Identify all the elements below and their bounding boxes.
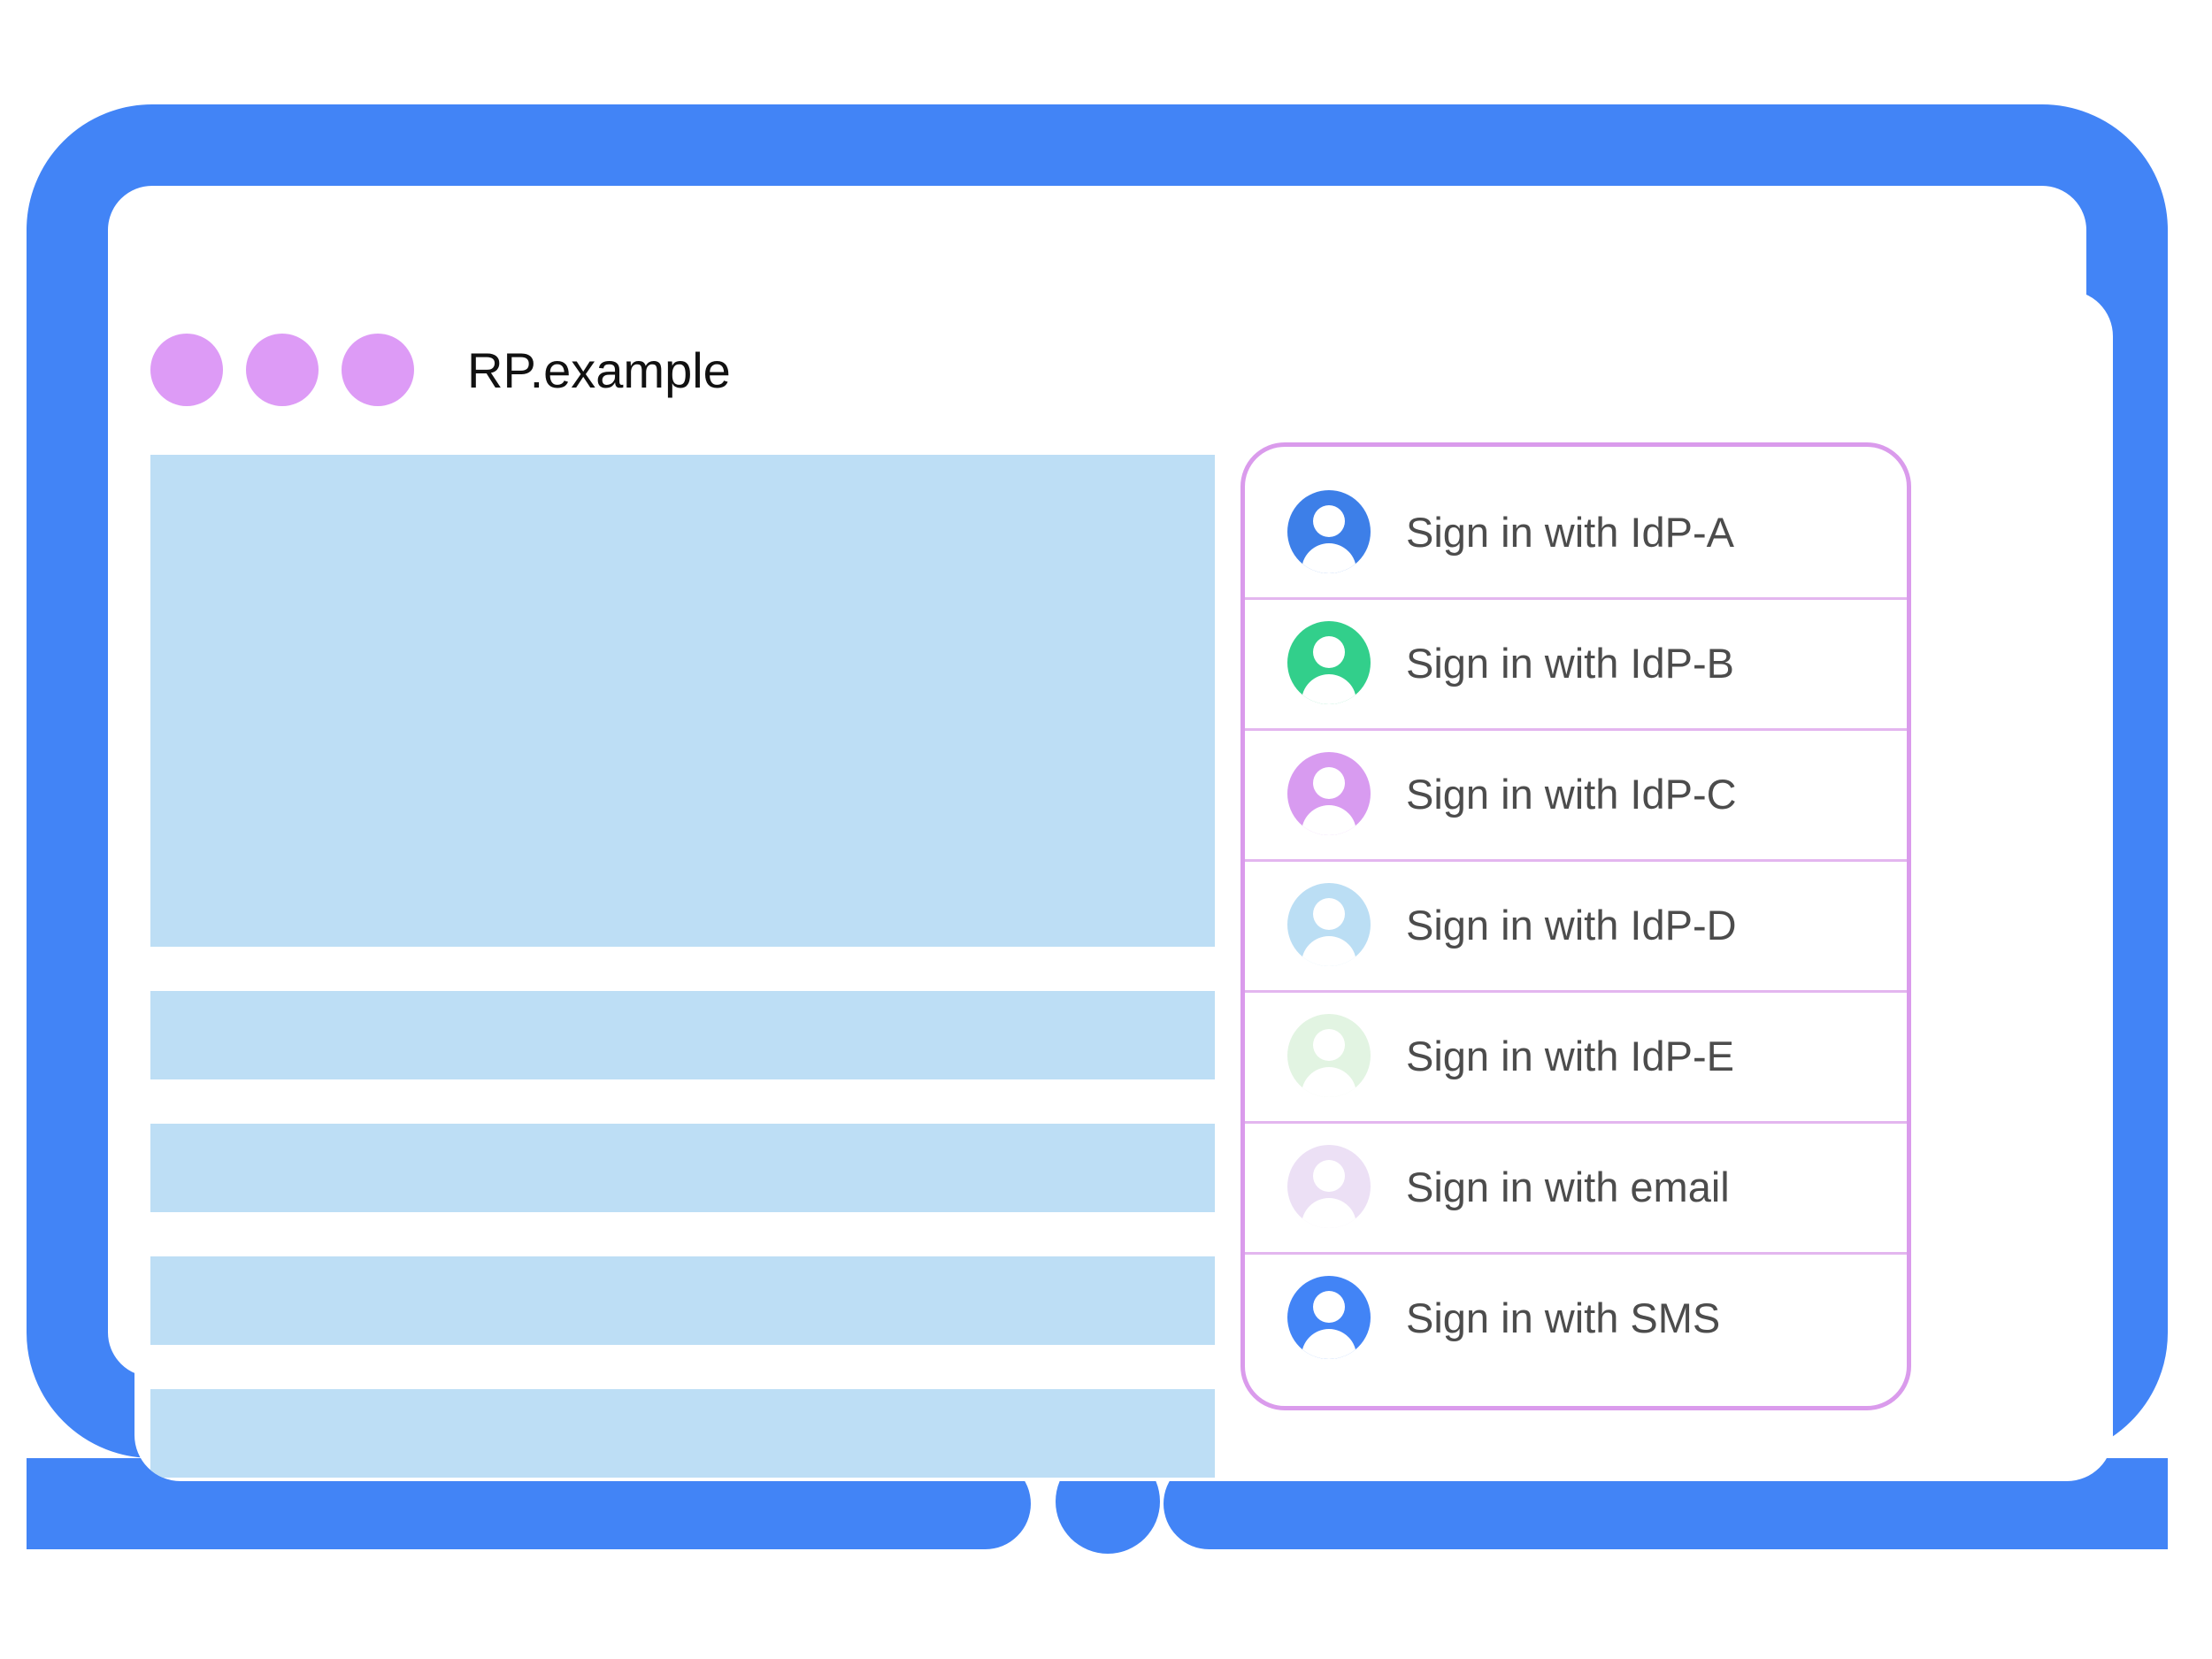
person-avatar-icon (1287, 490, 1371, 573)
avatar-head (1313, 1160, 1345, 1192)
avatar-shoulders (1302, 936, 1356, 966)
account-label: Sign in with IdP-E (1406, 1032, 1734, 1079)
avatar-shoulders (1302, 674, 1356, 704)
avatar-head (1313, 898, 1345, 930)
text-bar-placeholder-2 (150, 1124, 1215, 1212)
text-bar-placeholder-3 (150, 1256, 1215, 1345)
account-row[interactable]: Sign in with IdP-B (1245, 597, 1907, 728)
account-list: Sign in with IdP-A Sign in with IdP-B Sign… (1245, 447, 1907, 1406)
account-label: Sign in with IdP-C (1406, 770, 1737, 818)
avatar-head (1313, 1291, 1345, 1323)
window-dot-1[interactable] (150, 334, 223, 406)
person-avatar-icon (1287, 621, 1371, 704)
account-row[interactable]: Sign in with IdP-C (1245, 728, 1907, 859)
account-row[interactable]: Sign in with IdP-D (1245, 859, 1907, 990)
window-dot-3[interactable] (342, 334, 414, 406)
account-row[interactable]: Sign in with IdP-E (1245, 990, 1907, 1121)
avatar-head (1313, 505, 1345, 537)
account-row[interactable]: Sign in with email (1245, 1121, 1907, 1252)
window-dot-2[interactable] (246, 334, 319, 406)
text-bar-placeholder-4 (150, 1389, 1215, 1478)
avatar-head (1313, 1029, 1345, 1061)
avatar-shoulders (1302, 543, 1356, 573)
page-title: RP.example (467, 342, 731, 398)
text-bar-placeholder-1 (150, 991, 1215, 1079)
browser-title-bar: RP.example (134, 290, 2113, 449)
account-row[interactable]: Sign in with IdP-A (1245, 466, 1907, 597)
account-label: Sign in with IdP-D (1406, 901, 1737, 949)
account-label: Sign in with email (1406, 1163, 1730, 1210)
account-chooser-panel: Sign in with IdP-A Sign in with IdP-B Sign… (1240, 442, 1911, 1410)
avatar-shoulders (1302, 1067, 1356, 1097)
avatar-head (1313, 636, 1345, 668)
person-avatar-icon (1287, 883, 1371, 966)
hero-placeholder (150, 455, 1215, 947)
page-content-column (150, 455, 1215, 1481)
account-label: Sign in with IdP-A (1406, 508, 1734, 556)
person-avatar-icon (1287, 1145, 1371, 1228)
account-row[interactable]: Sign in with SMS (1245, 1252, 1907, 1383)
person-avatar-icon (1287, 1014, 1371, 1097)
person-avatar-icon (1287, 752, 1371, 835)
avatar-shoulders (1302, 1198, 1356, 1228)
avatar-shoulders (1302, 805, 1356, 835)
account-label: Sign in with SMS (1406, 1294, 1721, 1341)
avatar-head (1313, 767, 1345, 799)
account-label: Sign in with IdP-B (1406, 639, 1734, 687)
person-avatar-icon (1287, 1276, 1371, 1359)
avatar-shoulders (1302, 1329, 1356, 1359)
